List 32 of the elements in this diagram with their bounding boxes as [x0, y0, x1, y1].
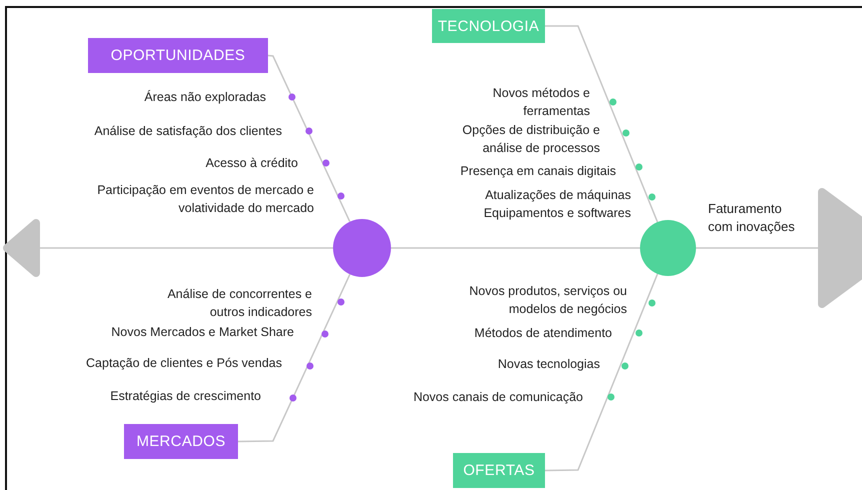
cause-text: Captação de clientes e Pós vendas — [85, 355, 282, 372]
cause-text: Métodos de atendimento — [473, 325, 612, 342]
connector-line — [268, 54, 350, 222]
connector-line — [391, 247, 640, 249]
category-box: TECNOLOGIA — [432, 9, 545, 43]
cause-text: Análise de concorrentes e outros indicadores — [166, 286, 312, 321]
cause-text: Novos métodos e ferramentas — [492, 85, 590, 120]
connector-line — [545, 25, 658, 222]
category-box: MERCADOS — [124, 424, 238, 459]
cause-text: Participação em eventos de mercado e volatividade do mercado — [96, 182, 314, 217]
hub-circle — [640, 220, 696, 276]
arrow-head-shape — [4, 220, 39, 276]
cause-text: Acesso à crédito — [204, 155, 298, 172]
cause-text: Estratégias de crescimento — [109, 388, 261, 405]
connector-line — [39, 247, 333, 249]
cause-text: Novos Mercados e Market Share — [110, 324, 294, 341]
cause-text: Novas tecnologias — [496, 356, 600, 373]
category-box: OPORTUNIDADES — [88, 38, 268, 73]
cause-text: Análise de satisfação dos clientes — [93, 123, 282, 140]
connector-line — [696, 247, 818, 249]
cause-text: Opções de distribuição e análise de processos — [461, 122, 600, 157]
cause-text: Presença em canais digitais — [459, 163, 616, 180]
connector-line — [544, 274, 658, 472]
arrow-head-shape — [818, 188, 862, 308]
cause-text: Novos produtos, serviços ou modelos de negócios — [469, 283, 627, 318]
cause-text: Novos canais de comunicação — [412, 389, 583, 406]
cause-text: Áreas não exploradas — [143, 89, 266, 106]
effect-text: Faturamento com inovações — [708, 200, 808, 236]
connector-line — [238, 274, 351, 442]
category-box: OFERTAS — [453, 453, 545, 488]
hub-circle — [333, 219, 391, 277]
cause-text: Atualizações de máquinas Equipamentos e softwares — [482, 187, 631, 222]
